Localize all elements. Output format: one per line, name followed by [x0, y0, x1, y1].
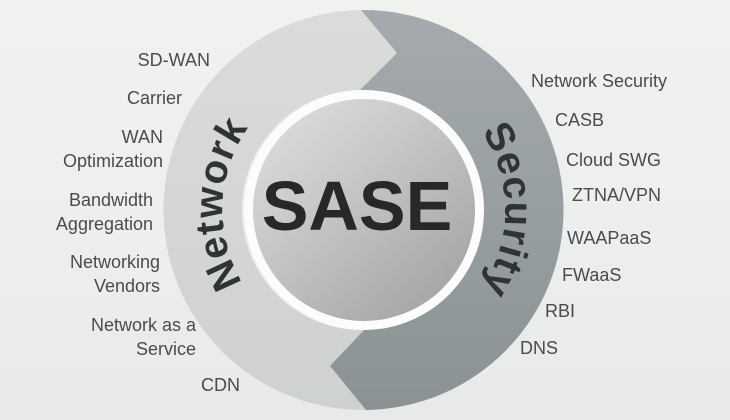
label-dns: DNS — [520, 338, 559, 358]
label-carrier: Carrier — [126, 88, 182, 108]
sase-title: SASE — [262, 167, 453, 245]
label-network-as-a-service: Network as a Service — [90, 315, 196, 359]
label-rbi: RBI — [545, 301, 576, 321]
label-waapaas: WAAPaaS — [567, 228, 652, 248]
network-arc-segment — [163, 10, 397, 411]
center-circle — [253, 99, 475, 321]
label-fwaas: FWaaS — [562, 265, 622, 285]
security-arc-segment — [330, 9, 564, 411]
label-cloud-swg: Cloud SWG — [566, 150, 662, 170]
label-networking-vendors: Networking Vendors — [69, 252, 160, 296]
label-network-security: Network Security — [531, 71, 668, 91]
label-sd-wan: SD-WAN — [137, 50, 210, 70]
label-casb: CASB — [555, 110, 605, 130]
label-cdn: CDN — [201, 375, 240, 395]
label-bandwidth-aggregation: Bandwidth Aggregation — [55, 190, 153, 234]
label-ztna-vpn: ZTNA/VPN — [572, 185, 662, 205]
label-wan-optimization: WAN Optimization — [62, 127, 163, 171]
